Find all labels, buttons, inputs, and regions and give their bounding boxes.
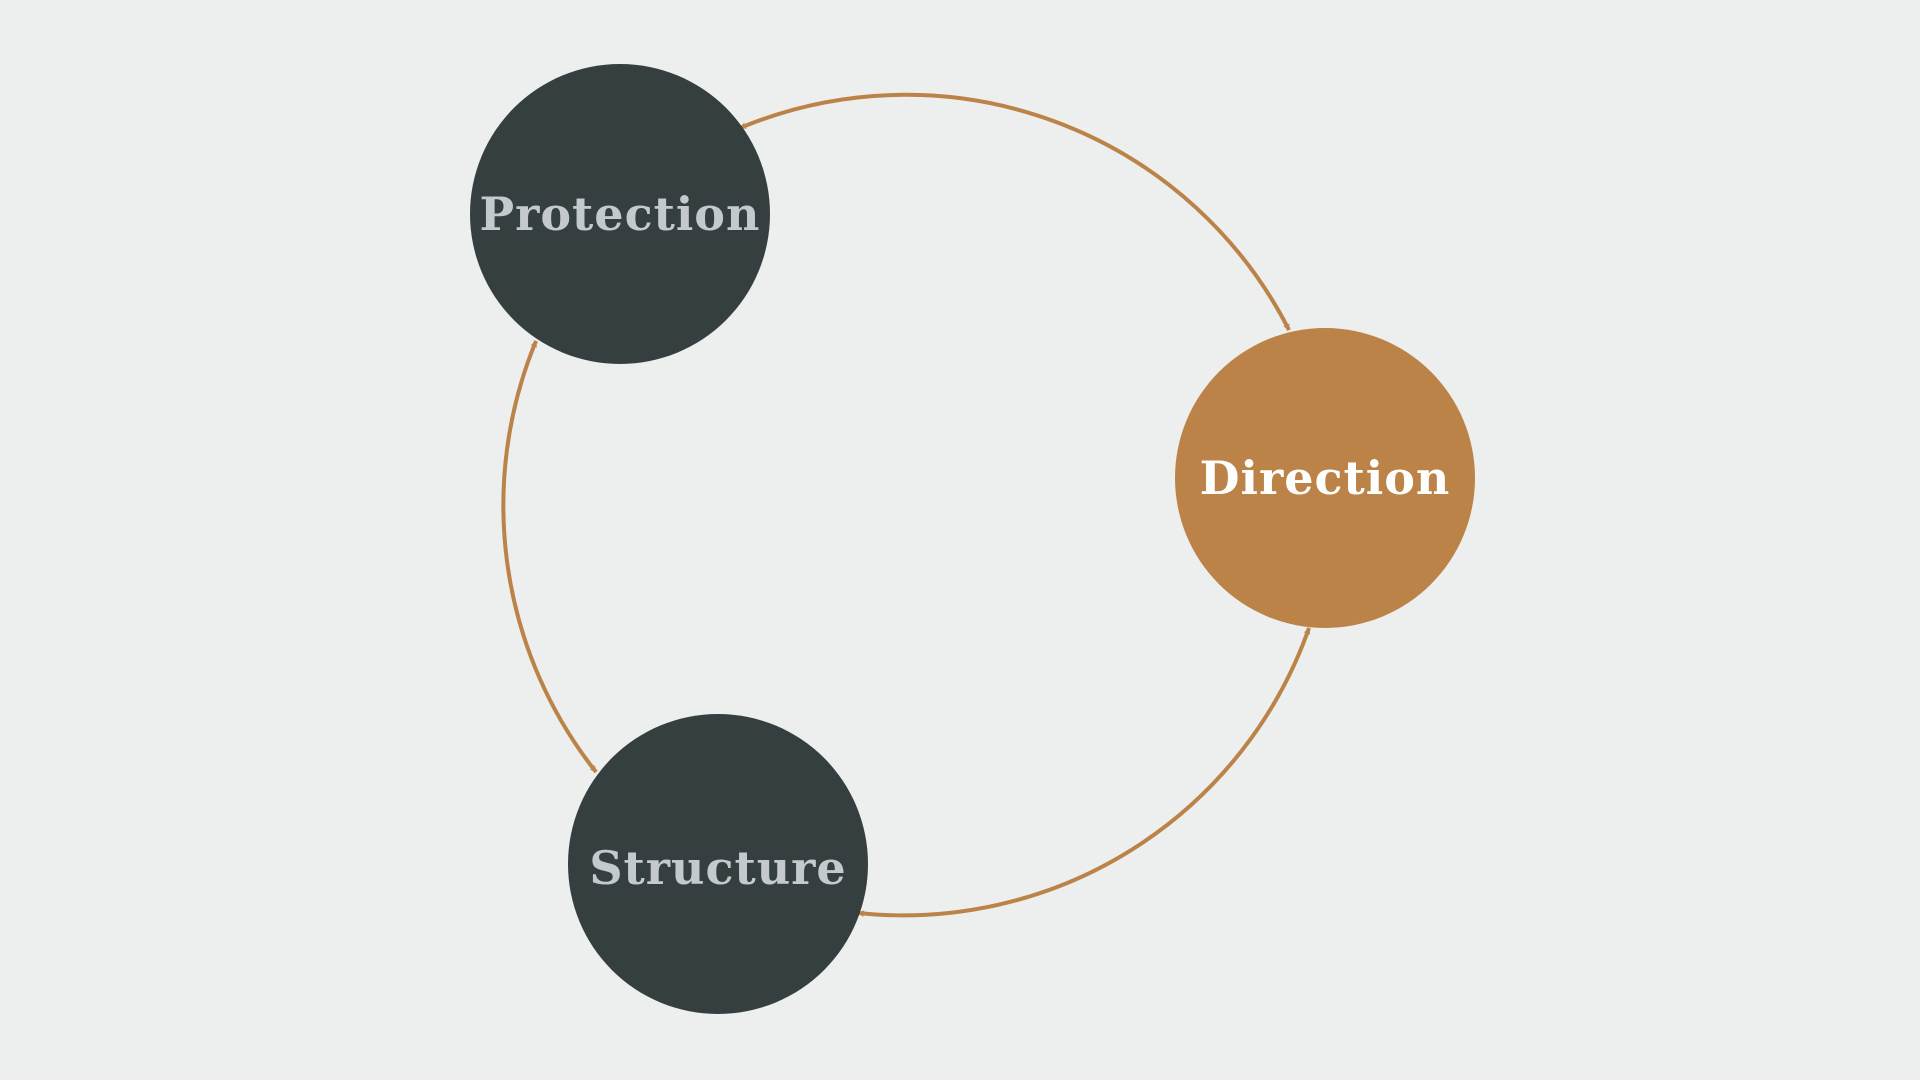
node-protection: Protection (470, 64, 770, 364)
connector-direction-structure (857, 627, 1311, 918)
connector-protection-direction (739, 92, 1291, 331)
node-structure-circle (568, 714, 868, 1014)
node-structure-label: Structure (589, 841, 846, 895)
node-direction-label: Direction (1200, 451, 1451, 505)
connector-structure-protection (501, 340, 598, 774)
node-structure: Structure (568, 714, 868, 1014)
node-direction: Direction (1175, 328, 1475, 628)
node-protection-circle (470, 64, 770, 364)
node-direction-circle (1175, 328, 1475, 628)
node-protection-label: Protection (480, 187, 761, 241)
